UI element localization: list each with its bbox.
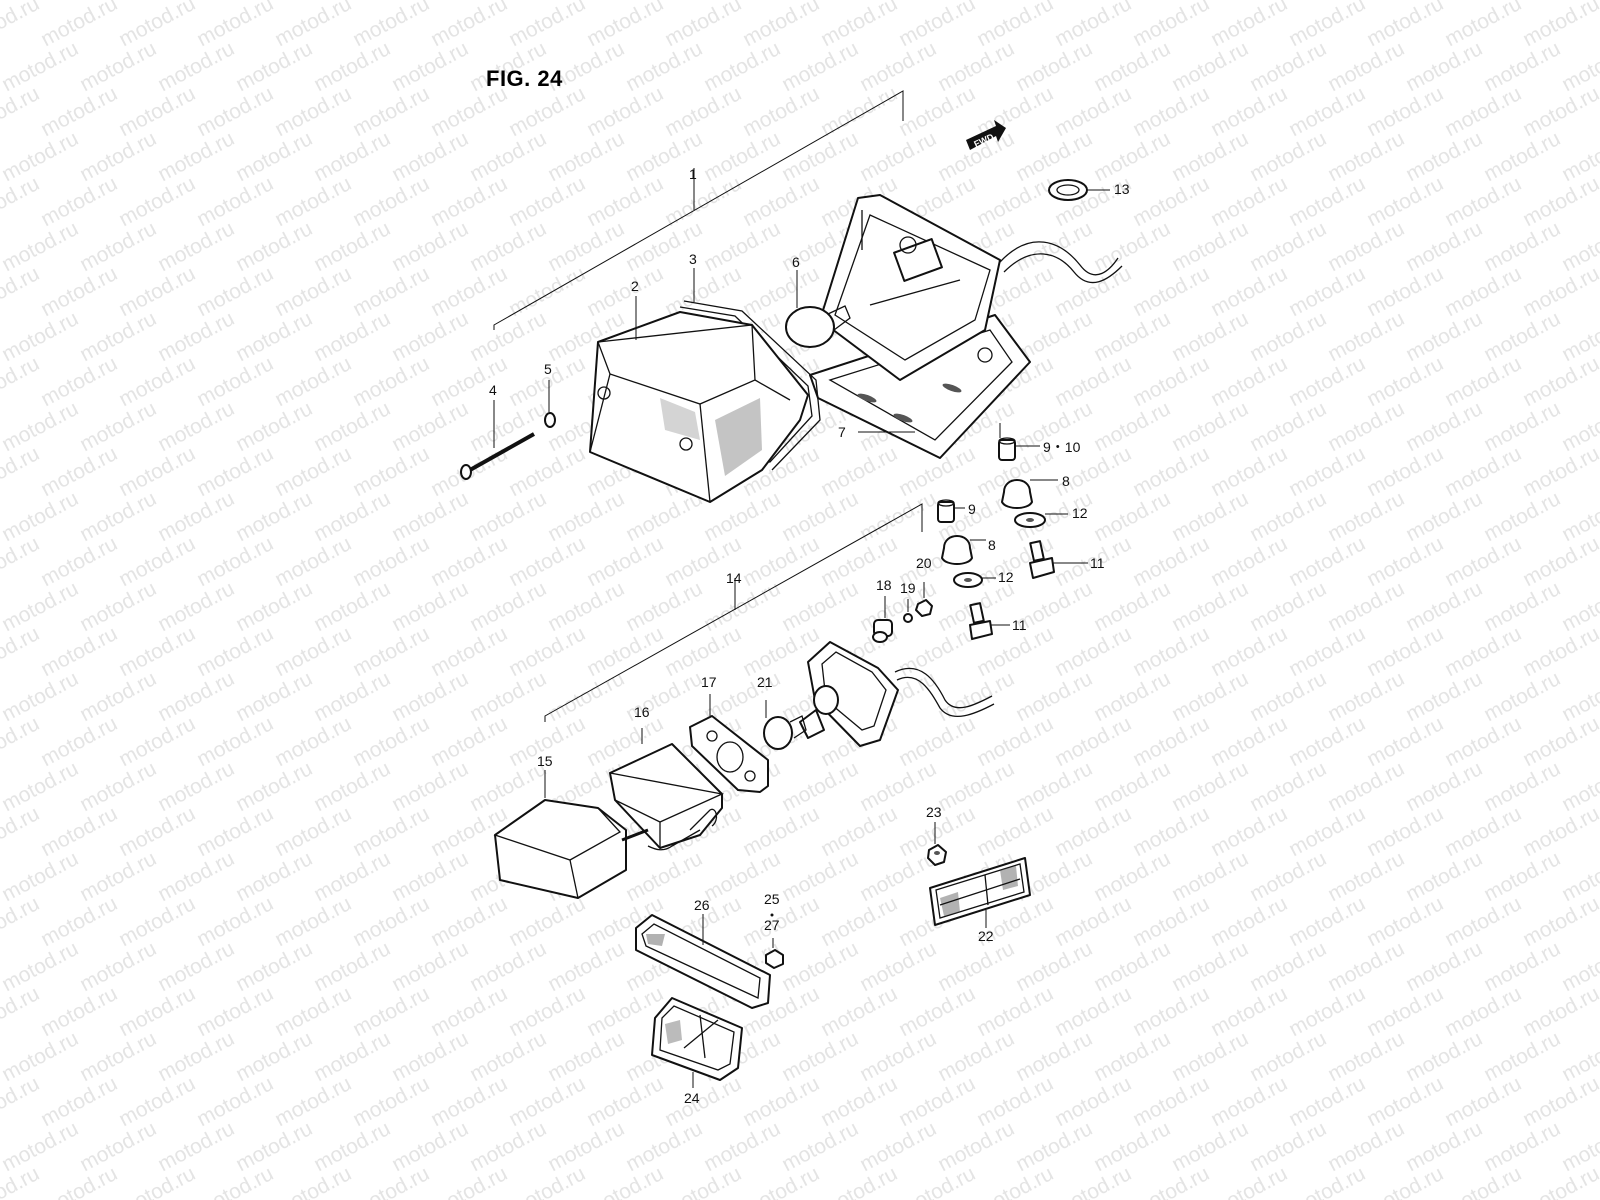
screw-part-4 (460, 400, 535, 480)
nut-part-20 (915, 582, 933, 617)
tail-lens-part-2 (589, 296, 809, 503)
reflector-part-22 (929, 857, 1031, 928)
callout-8-right: 8 (1062, 473, 1070, 489)
bulb-part-6 (785, 270, 851, 348)
grommet-part-18 (872, 596, 893, 643)
callout-9-10: 9・10 (1043, 439, 1081, 455)
callout-27: 27 (764, 917, 780, 933)
nut-part-25-27 (765, 913, 784, 969)
callout-16: 16 (634, 704, 650, 720)
callout-8-left: 8 (988, 537, 996, 553)
figure-title: FIG. 24 (486, 66, 563, 91)
callout-11-right: 11 (1090, 555, 1105, 571)
bracket-part-16 (609, 728, 725, 851)
callout-3: 3 (689, 251, 697, 267)
callout-20: 20 (916, 555, 932, 571)
callout-1: 1 (689, 166, 697, 182)
callout-6: 6 (792, 254, 800, 270)
washer-part-12-right (1014, 512, 1068, 528)
callout-15: 15 (537, 753, 553, 769)
license-lens-part-15 (493, 770, 649, 899)
callout-9-left: 9 (968, 501, 976, 517)
tail-light-base-part-7 (809, 194, 1123, 459)
callout-26: 26 (694, 897, 710, 913)
reflector-part-26 (635, 914, 771, 1009)
callout-18: 18 (876, 577, 892, 593)
grommet-part-13 (1048, 179, 1110, 201)
callout-21: 21 (757, 674, 773, 690)
callout-labels: 1 2 3 4 5 6 7 8 8 9 9・10 11 11 12 12 13 … (489, 166, 1130, 1106)
callout-11-left: 11 (1012, 617, 1027, 633)
washer-part-12-left (953, 572, 996, 588)
bolt-part-11-right (1029, 540, 1088, 579)
license-socket-housing (799, 641, 995, 747)
gasket-part-17 (689, 694, 769, 793)
callout-17: 17 (701, 674, 717, 690)
callout-14: 14 (726, 570, 742, 586)
grommet-part-8-left (941, 535, 986, 565)
bolt-part-11-left (969, 602, 1010, 640)
spacer-part-9-10 (998, 423, 1040, 461)
callout-2: 2 (631, 278, 639, 294)
washer-part-5 (544, 380, 556, 428)
callout-12-left: 12 (998, 569, 1014, 585)
callout-23: 23 (926, 804, 942, 820)
bracket-assembly-1 (493, 90, 904, 330)
callout-5: 5 (544, 361, 552, 377)
callout-4: 4 (489, 382, 497, 398)
fwd-arrow-icon: FWD (966, 120, 1006, 150)
reflector-part-24 (651, 997, 743, 1088)
callout-12-right: 12 (1072, 505, 1088, 521)
callout-13: 13 (1114, 181, 1130, 197)
callout-25: 25 (764, 891, 780, 907)
grommet-part-8-right (1001, 479, 1058, 509)
callout-7: 7 (838, 424, 846, 440)
spacer-part-9-left (937, 499, 965, 523)
callout-22: 22 (978, 928, 994, 944)
washer-part-19 (903, 599, 913, 623)
bracket-assembly-14 (544, 503, 923, 722)
bulb-part-21 (763, 700, 807, 750)
callout-24: 24 (684, 1090, 700, 1106)
callout-19: 19 (900, 580, 916, 596)
nut-part-23 (927, 822, 947, 866)
